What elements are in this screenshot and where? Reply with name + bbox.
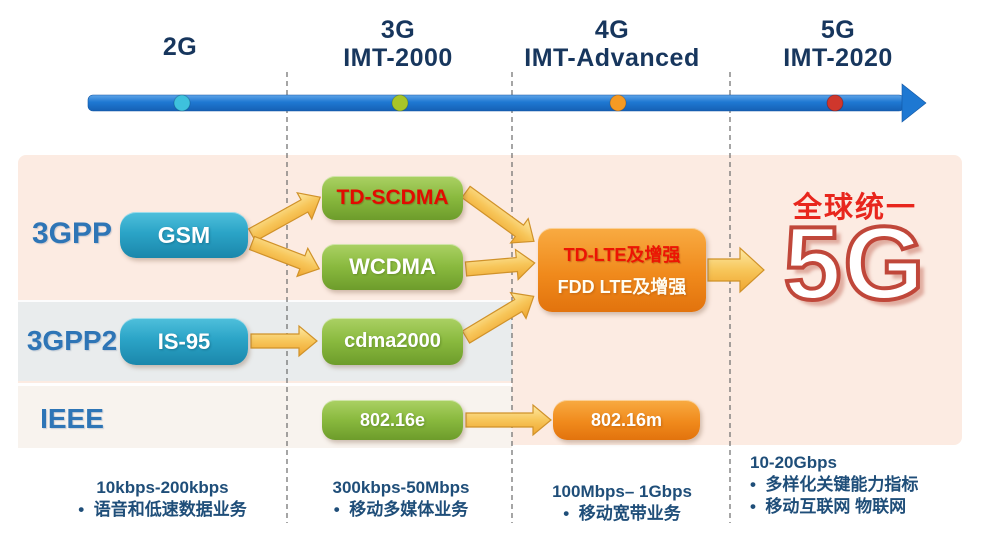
row-label-3gpp: 3GPP xyxy=(31,217,113,250)
timeline-bar xyxy=(87,94,905,112)
timeline-dot-3g-icon xyxy=(391,94,409,112)
generation-header-2g: 2G xyxy=(80,33,280,61)
footnote-rate: 300kbps-50Mbps xyxy=(332,478,470,497)
tech-box-td-lte: TD-LTE及增强 FDD LTE及增强 xyxy=(538,228,706,312)
footnote-rate: 100Mbps– 1Gbps xyxy=(552,482,692,501)
footnote-bullet: 移动宽带业务 xyxy=(518,503,726,525)
footnote-bullet: 移动多媒体业务 xyxy=(295,499,507,521)
generation-label: 5G xyxy=(820,16,856,44)
timeline-dot-2g-icon xyxy=(173,94,191,112)
generation-label: 4G xyxy=(594,16,630,44)
generation-label: 3G xyxy=(380,16,416,44)
big-5g-wordart: 5G xyxy=(782,204,927,324)
footnote-5g: 10-20Gbps 多样化关键能力指标 移动互联网 物联网 xyxy=(750,452,976,518)
tech-box-is95: IS-95 xyxy=(120,318,248,365)
generation-standard: IMT-Advanced xyxy=(524,44,700,72)
timeline-dot-5g-icon xyxy=(826,94,844,112)
tech-box-cdma2000: cdma2000 xyxy=(322,318,463,365)
tech-box-80216m: 802.16m xyxy=(553,400,700,440)
footnote-4g: 100Mbps– 1Gbps 移动宽带业务 xyxy=(518,481,726,525)
footnote-bullet: 多样化关键能力指标 xyxy=(750,474,976,496)
global-unified-headline: 全球统一 xyxy=(792,192,917,224)
generation-header-3g: 3G IMT-2000 xyxy=(298,16,498,72)
footnote-3g: 300kbps-50Mbps 移动多媒体业务 xyxy=(295,477,507,521)
generation-standard: IMT-2020 xyxy=(783,44,893,72)
td-lte-line1: TD-LTE及增强 xyxy=(563,245,681,265)
tech-box-td-scdma: TD-SCDMA xyxy=(322,176,463,220)
tech-box-gsm: GSM xyxy=(120,212,248,258)
tech-box-80216e: 802.16e xyxy=(322,400,463,440)
timeline-arrowhead-icon xyxy=(901,83,927,123)
footnote-2g: 10kbps-200kbps 语音和低速数据业务 xyxy=(40,477,285,521)
tech-box-wcdma: WCDMA xyxy=(322,244,463,290)
fdd-lte-line2: FDD LTE及增强 xyxy=(557,277,687,297)
row-label-3gpp2: 3GPP2 xyxy=(26,325,118,356)
footnote-bullet: 移动互联网 物联网 xyxy=(750,496,976,518)
footnote-bullet: 语音和低速数据业务 xyxy=(40,499,285,521)
generation-label: 2G xyxy=(162,33,198,61)
row-label-ieee: IEEE xyxy=(40,403,104,434)
generation-standard: IMT-2000 xyxy=(343,44,453,72)
generation-header-4g: 4G IMT-Advanced xyxy=(500,16,724,72)
footnote-rate: 10kbps-200kbps xyxy=(96,478,229,497)
footnote-rate: 10-20Gbps xyxy=(750,453,837,472)
generation-header-5g: 5G IMT-2020 xyxy=(736,16,940,72)
timeline-dot-4g-icon xyxy=(609,94,627,112)
